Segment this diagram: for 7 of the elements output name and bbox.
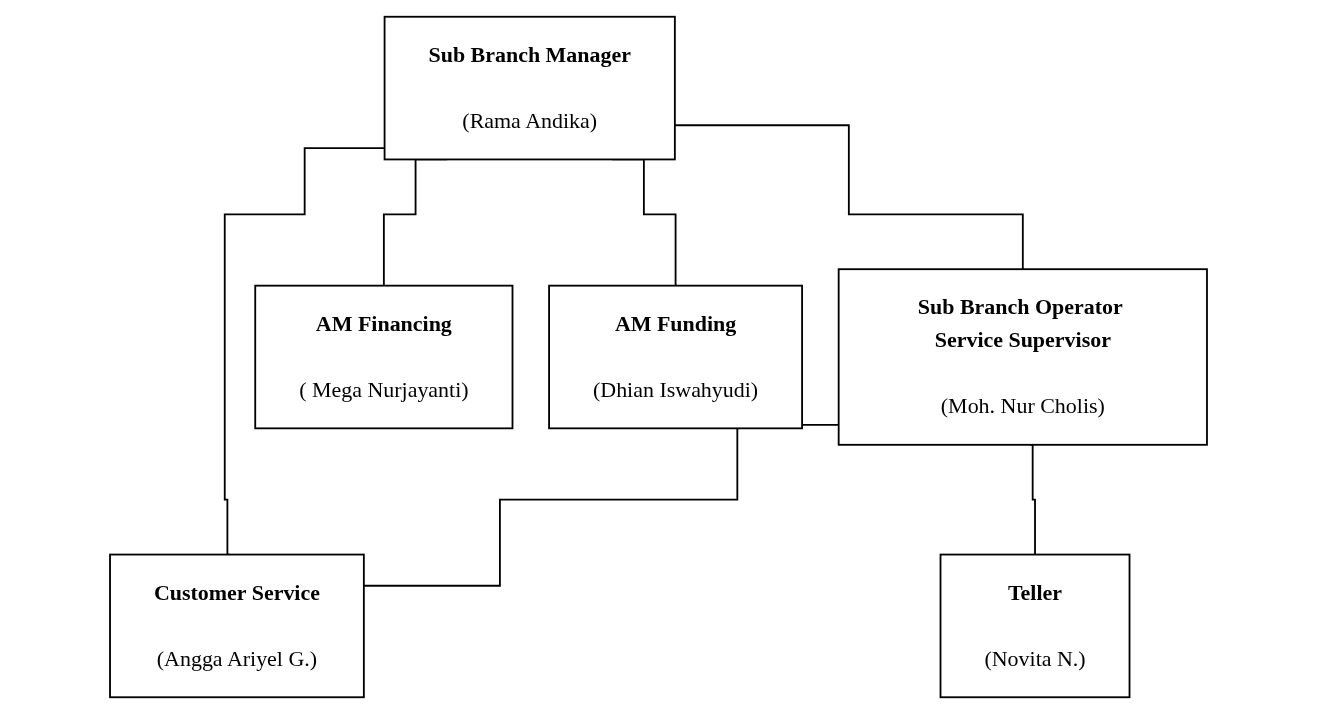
node-box: AM Funding (Dhian Iswahyudi) — [548, 284, 803, 430]
node-box: Teller (Novita N.) — [939, 553, 1131, 699]
node-box: AM Financing ( Mega Nurjayanti) — [254, 284, 514, 430]
node-box: Customer Service (Angga Ariyel G.) — [109, 553, 365, 699]
connector — [1029, 443, 1036, 556]
node-box: Sub Branch Manager (Rama Andika) — [383, 15, 676, 161]
node-box: Sub Branch Operator Service Supervisor (Moh. Nur Cholis) — [837, 268, 1208, 446]
